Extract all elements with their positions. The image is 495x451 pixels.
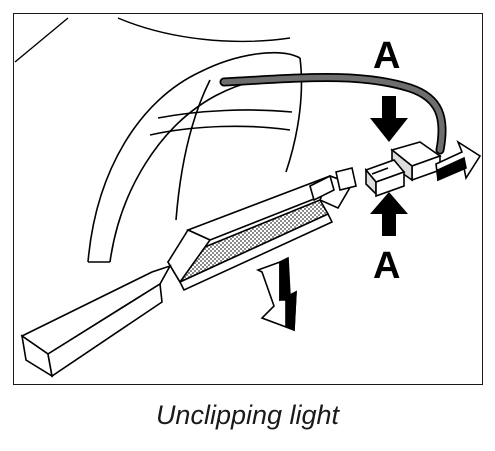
- marker-a-bottom: A: [373, 245, 400, 287]
- marker-a-top: A: [373, 35, 400, 77]
- press-arrow-down-icon: [370, 96, 408, 142]
- press-arrow-up-icon: [370, 192, 408, 236]
- pull-out-arrow-icon: [255, 256, 297, 332]
- trim-panel-lines: [14, 17, 291, 63]
- screwdriver-tool: [20, 264, 172, 378]
- figure-caption: Unclipping light: [155, 400, 340, 430]
- light-unit: [166, 167, 357, 292]
- electrical-connector: [364, 141, 442, 198]
- release-arrow-icon: [435, 139, 482, 182]
